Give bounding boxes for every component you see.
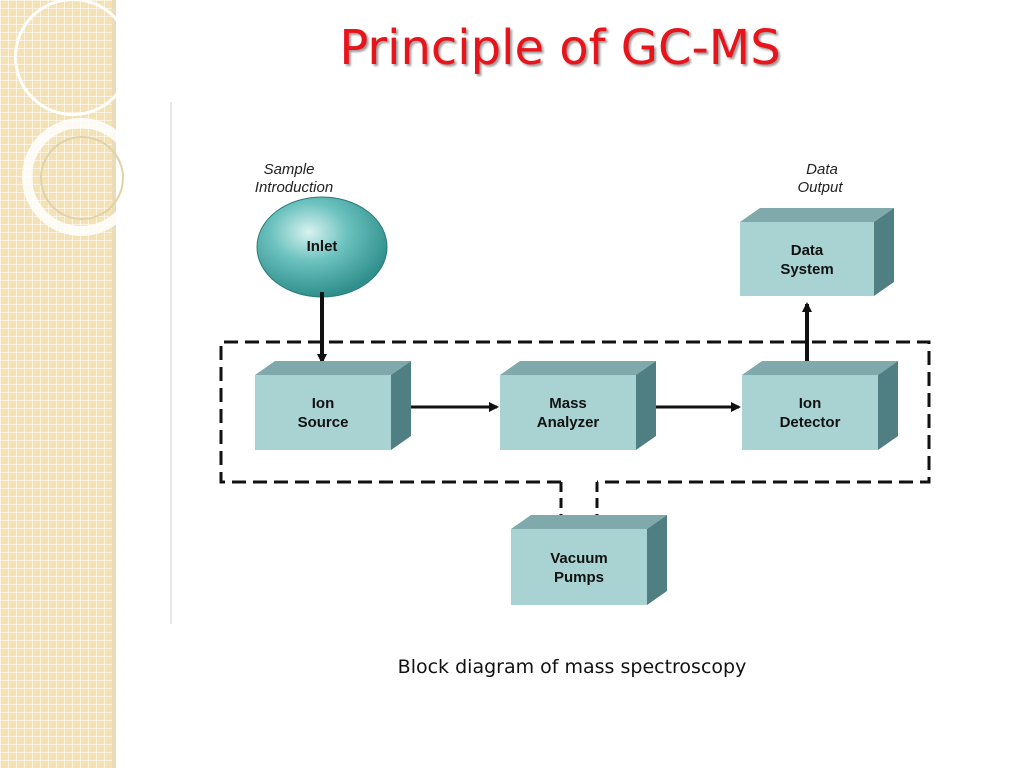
ion-source-box: Ion Source [255, 361, 411, 450]
vacuum-pumps-label-line1: Vacuum [550, 550, 608, 567]
block-diagram-svg: Sample Introduction Data Output Inlet Io… [219, 161, 931, 605]
decorative-ring [22, 118, 140, 236]
ion-detector-label-line1: Ion [799, 395, 822, 412]
data-output-label-line1: Data [806, 161, 838, 178]
sample-introduction-label-line2: Introduction [255, 179, 333, 196]
data-system-box: Data System [740, 208, 894, 296]
slide-title: Principle of GC-MS [339, 20, 781, 76]
diagram-caption: Block diagram of mass spectroscopy [397, 656, 747, 678]
ion-source-label-line1: Ion [312, 395, 335, 412]
decorative-side-strip [0, 0, 112, 768]
mass-analyzer-box: Mass Analyzer [500, 361, 656, 450]
block-diagram: Sample Introduction Data Output Inlet Io… [170, 102, 947, 624]
mass-analyzer-label-line1: Mass [549, 395, 587, 412]
side-strip-edge [112, 0, 116, 768]
decorative-ring [14, 0, 132, 116]
ion-source-label-line2: Source [298, 414, 349, 431]
data-system-label-line2: System [780, 261, 833, 278]
data-system-label-line1: Data [791, 242, 824, 259]
ion-detector-box: Ion Detector [742, 361, 898, 450]
vacuum-enclosure-border [219, 340, 931, 484]
vacuum-pumps-label-line2: Pumps [554, 569, 604, 586]
sample-introduction-label-line1: Sample [264, 161, 315, 178]
inlet-label: Inlet [307, 238, 338, 255]
ion-detector-label-line2: Detector [780, 414, 841, 431]
decorative-ring [40, 136, 124, 220]
vacuum-pumps-box: Vacuum Pumps [511, 515, 667, 605]
data-output-label-line2: Output [797, 179, 843, 196]
mass-analyzer-label-line2: Analyzer [537, 414, 600, 431]
